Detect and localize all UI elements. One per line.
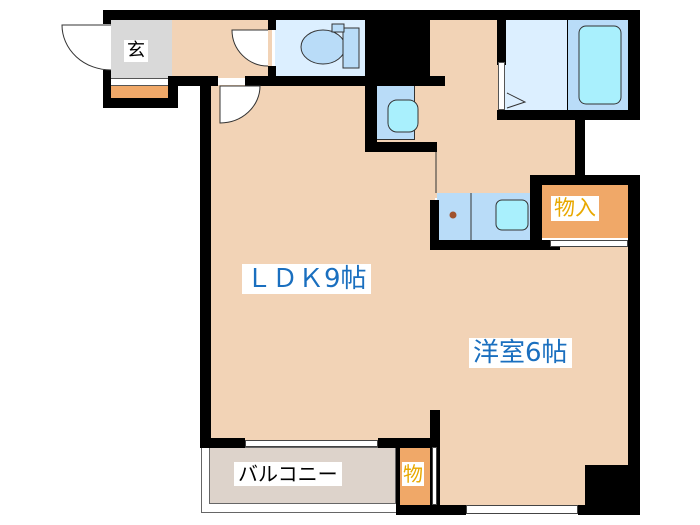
toilet-door-icon: [231, 29, 269, 67]
western-room-label: 洋室6帖: [469, 338, 572, 368]
wall-washbasin-left: [365, 76, 377, 152]
wall-ldk-left: [200, 76, 211, 448]
stove-burner-icon: [449, 211, 457, 219]
wall-bath-right: [628, 10, 640, 120]
closet-sliding-door[interactable]: [550, 240, 628, 247]
wall-corner-column: [585, 465, 640, 515]
entrance-door-icon: [61, 24, 112, 71]
wall-block-top-center: [365, 10, 430, 86]
wall-closet-top: [530, 175, 640, 185]
wall-ldk-bottom-left: [200, 438, 245, 448]
toilet-tank-icon: [342, 27, 360, 69]
wall-bottom-right: [396, 505, 466, 515]
toilet-bowl-icon: [300, 29, 346, 65]
wall-entrance-left-lower: [103, 70, 111, 108]
wall-storage-left: [396, 447, 400, 515]
entrance-label: 玄: [124, 40, 148, 62]
wall-entrance-bottom: [103, 98, 178, 108]
western-room-window[interactable]: [466, 505, 578, 514]
bathtub-icon: [578, 25, 622, 105]
ldk-label: ＬＤＫ9帖: [242, 264, 371, 294]
wall-kitchen-left: [430, 200, 439, 250]
wall-bath-left: [497, 10, 506, 65]
closet-label: 物入: [551, 196, 599, 221]
bathroom: [505, 20, 567, 110]
wall-kitchen-bottom: [430, 240, 560, 250]
wall-entrance-right: [168, 78, 178, 108]
ldk-door-icon: [219, 85, 261, 124]
kitchen-sink-icon: [495, 199, 529, 231]
wall-washbasin-bottom: [365, 142, 437, 152]
wall-corridor-right: [575, 110, 585, 180]
wall-entry-bottom: [168, 76, 218, 86]
wall-closet-right: [628, 175, 640, 515]
shoe-cabinet: [110, 86, 168, 98]
ldk-window[interactable]: [245, 440, 378, 447]
wall-bath-bottom: [497, 110, 640, 120]
washbasin-icon: [387, 99, 419, 133]
wall-closet-left: [530, 175, 542, 250]
wall-ldk-bottom-right: [378, 438, 440, 448]
wall-bath-divider: [567, 20, 568, 110]
wall-entrance-left-upper: [103, 10, 111, 24]
wall-toilet-left: [268, 10, 276, 30]
bathroom-door[interactable]: [498, 62, 505, 110]
wall-toilet-bottom: [245, 76, 445, 86]
balcony-label: バルコニー: [234, 462, 342, 486]
small-storage-label: 物: [402, 462, 424, 486]
storage-door[interactable]: [432, 447, 437, 505]
